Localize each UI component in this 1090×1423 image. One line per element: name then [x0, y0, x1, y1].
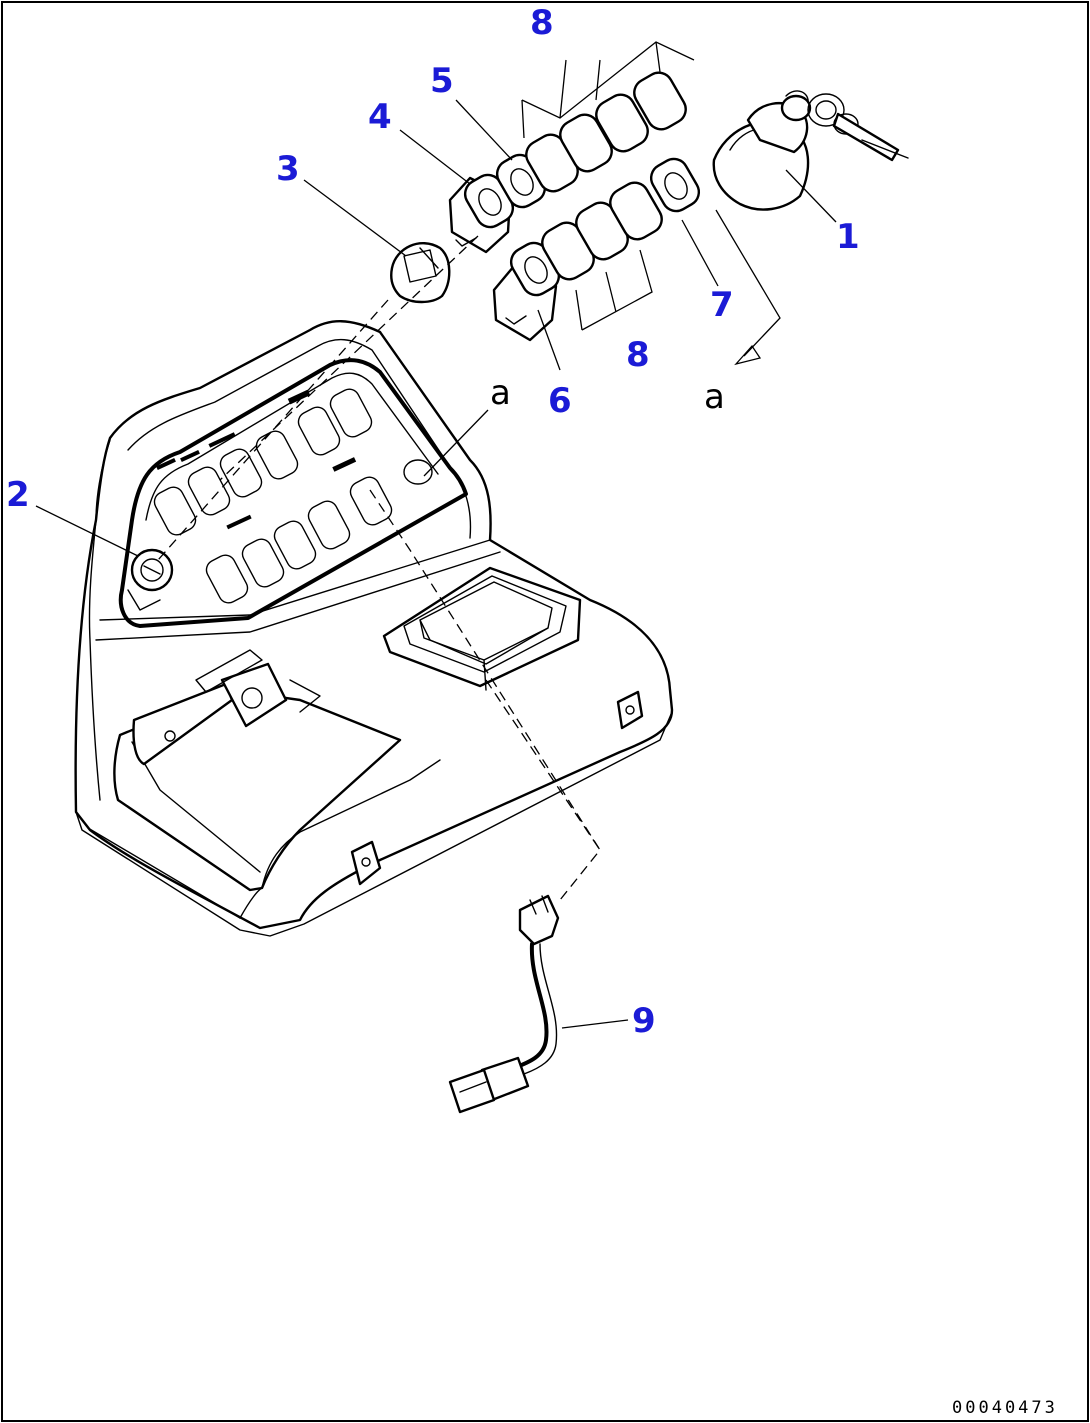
panel-legend-marks	[156, 389, 357, 530]
callout-3: 3	[276, 149, 300, 189]
callout-6: 6	[548, 381, 572, 421]
callout-5: 5	[430, 61, 454, 101]
callout-7: 7	[710, 285, 734, 325]
panel-rotary-switch	[127, 548, 174, 611]
callout-9: 9	[632, 1001, 656, 1041]
assembly-lines	[157, 235, 601, 901]
switch-panel-console	[74, 320, 674, 937]
view-marker-a-panel: a	[490, 373, 511, 413]
upper-switch-row	[448, 71, 687, 254]
drawing-number: 00040473	[952, 1398, 1058, 1418]
lower-switch-row	[492, 157, 701, 342]
key-switch	[712, 90, 909, 211]
leader-lines	[35, 41, 837, 1029]
callout-2: 2	[6, 475, 30, 515]
wiring-harness	[448, 894, 560, 1114]
callout-8-lower: 8	[626, 335, 650, 375]
callout-8-upper: 8	[530, 3, 554, 43]
view-marker-a-arrow: a	[704, 377, 725, 417]
callout-4: 4	[368, 97, 392, 137]
panel-switch-openings	[153, 388, 433, 604]
callout-labels: 1 2 3 4 5 6 7 8 8 9	[6, 3, 860, 1041]
callout-1: 1	[836, 217, 860, 257]
